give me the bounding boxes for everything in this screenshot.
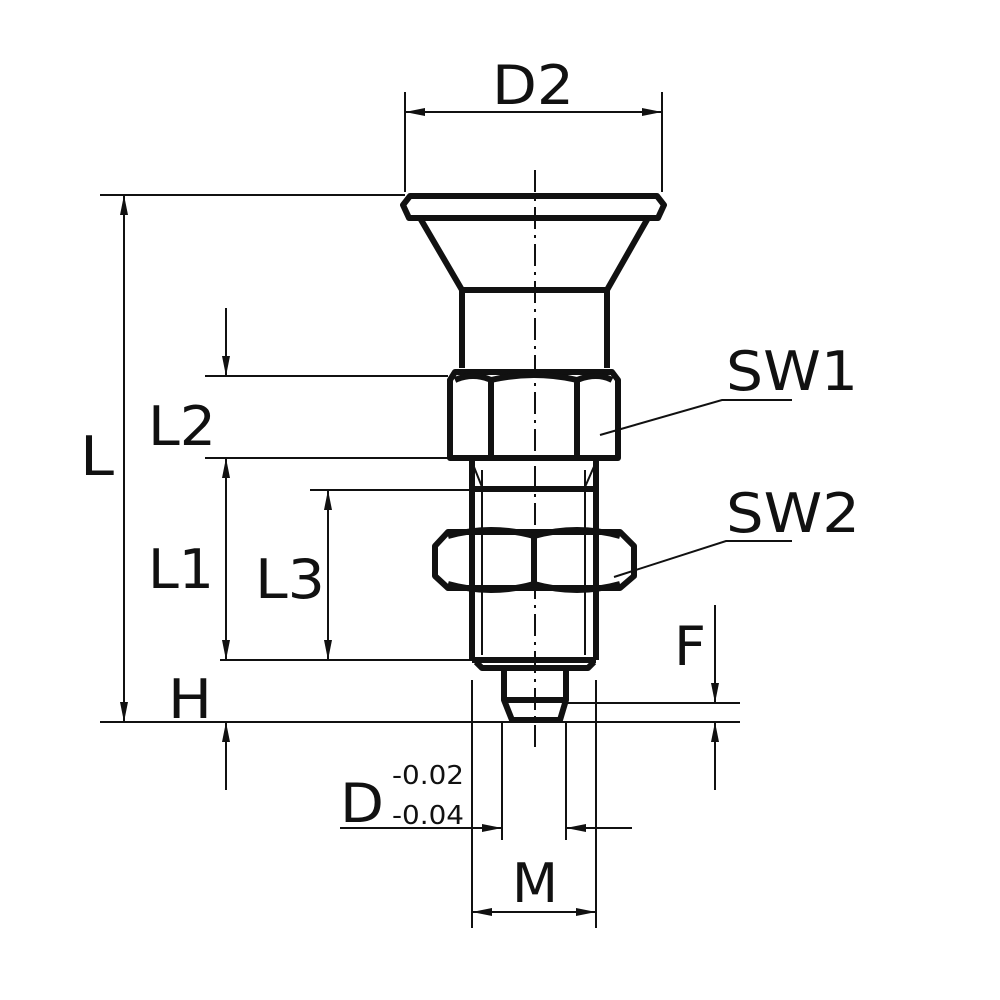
label-d2: D2 [492, 54, 574, 117]
d-tolerance-lower: -0.04 [392, 801, 464, 831]
neck [459, 290, 610, 368]
label-sw1: SW1 [726, 340, 858, 403]
sw1-leader [599, 399, 792, 436]
d-tolerance-upper: -0.02 [392, 761, 464, 791]
label-l: L [80, 425, 114, 488]
part-outline [400, 170, 667, 750]
dimension-lines [120, 108, 792, 916]
sw1-nut [447, 369, 621, 461]
thread-lines [471, 461, 597, 655]
label-l1: L1 [148, 538, 214, 601]
label-f: F [674, 615, 706, 678]
sw1-nut-faces [453, 372, 614, 455]
label-d: D [340, 772, 384, 835]
dimension-labels: D2 L L2 L1 L3 H F SW1 SW2 D -0.02 -0.04 … [80, 54, 860, 915]
sw2-leader [613, 540, 792, 578]
extension-lines [100, 92, 740, 928]
label-sw2: SW2 [726, 482, 860, 545]
knob-flange [400, 193, 667, 221]
label-l3: L3 [255, 548, 325, 611]
label-m: M [512, 852, 558, 915]
sw2-nut [432, 529, 637, 591]
label-l2: L2 [148, 395, 216, 458]
label-h: H [168, 668, 212, 731]
